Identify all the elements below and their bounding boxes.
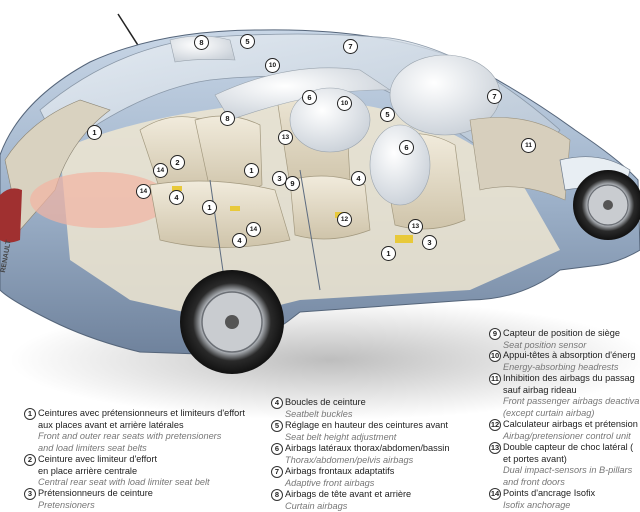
callout-marker: 1 bbox=[381, 246, 396, 261]
legend-label-fr-cont: en place arrière centrale bbox=[38, 466, 138, 476]
legend-number: 3 bbox=[24, 488, 36, 500]
legend-label-en: Front and outer rear seats with pretensi… bbox=[38, 431, 222, 442]
callout-marker: 10 bbox=[265, 58, 280, 73]
legend-label-en: Seat belt height adjustment bbox=[285, 432, 397, 442]
callout-marker: 1 bbox=[202, 200, 217, 215]
callout-marker: 4 bbox=[169, 190, 184, 205]
callout-marker: 3 bbox=[422, 235, 437, 250]
callout-marker: 12 bbox=[337, 212, 352, 227]
legend-number: 1 bbox=[24, 408, 36, 420]
legend-label-en-cont: and load limiters seat belts bbox=[38, 442, 147, 453]
callout-marker: 6 bbox=[399, 140, 414, 155]
callout-marker: 5 bbox=[380, 107, 395, 122]
callout-marker: 1 bbox=[87, 125, 102, 140]
legend-number: 4 bbox=[271, 397, 283, 409]
legend-label-en: Pretensioners bbox=[38, 500, 95, 510]
legend-number: 2 bbox=[24, 454, 36, 466]
callout-marker: 4 bbox=[232, 233, 247, 248]
legend-number: 7 bbox=[271, 466, 283, 478]
callout-marker: 1 bbox=[244, 163, 259, 178]
callout-marker: 9 bbox=[285, 176, 300, 191]
callout-marker: 7 bbox=[343, 39, 358, 54]
callout-marker: 5 bbox=[240, 34, 255, 49]
callout-marker: 4 bbox=[351, 171, 366, 186]
legend-label-fr: Airbags de tête avant et arrière bbox=[285, 489, 412, 499]
legend-number: 6 bbox=[271, 443, 283, 455]
legend-label-fr: Ceinture avec limiteur d'effort bbox=[38, 454, 158, 464]
legend-label-fr: Prétensionneurs de ceinture bbox=[38, 488, 153, 498]
legend-label-fr: Réglage en hauteur des ceintures avant bbox=[285, 420, 448, 430]
legend-label-en: Thorax/abdomen/pelvis airbags bbox=[285, 455, 414, 465]
callout-marker: 7 bbox=[487, 89, 502, 104]
legend-number: 8 bbox=[271, 489, 283, 501]
callout-marker: 13 bbox=[278, 130, 293, 145]
callout-marker: 6 bbox=[302, 90, 317, 105]
legend-label-en: Adaptive front airbags bbox=[285, 478, 375, 488]
legend-label-en: Seatbelt buckles bbox=[285, 409, 353, 419]
legend-number: 5 bbox=[271, 420, 283, 432]
callout-marker: 8 bbox=[194, 35, 209, 50]
legend-label-en: Curtain airbags bbox=[285, 501, 348, 511]
callout-marker: 14 bbox=[136, 184, 151, 199]
callout-marker: 14 bbox=[246, 222, 261, 237]
legend-label-fr: Boucles de ceinture bbox=[285, 397, 366, 407]
callout-marker: 10 bbox=[337, 96, 352, 111]
legend-label-fr: Airbags latéraux thorax/abdomen/bassin bbox=[285, 443, 450, 453]
callout-marker: 13 bbox=[408, 219, 423, 234]
callout-marker: 8 bbox=[220, 111, 235, 126]
legend-label-en: Central rear seat with load limiter seat… bbox=[38, 477, 210, 488]
legend-label-fr: Airbags frontaux adaptatifs bbox=[285, 466, 395, 476]
callout-marker: 14 bbox=[153, 163, 168, 178]
legend-label-fr: Ceintures avec prétensionneurs et limite… bbox=[38, 408, 245, 418]
callout-marker: 11 bbox=[521, 138, 536, 153]
legend-label-fr-cont: aux places avant et arrière latérales bbox=[38, 420, 184, 430]
callout-marker: 2 bbox=[170, 155, 185, 170]
